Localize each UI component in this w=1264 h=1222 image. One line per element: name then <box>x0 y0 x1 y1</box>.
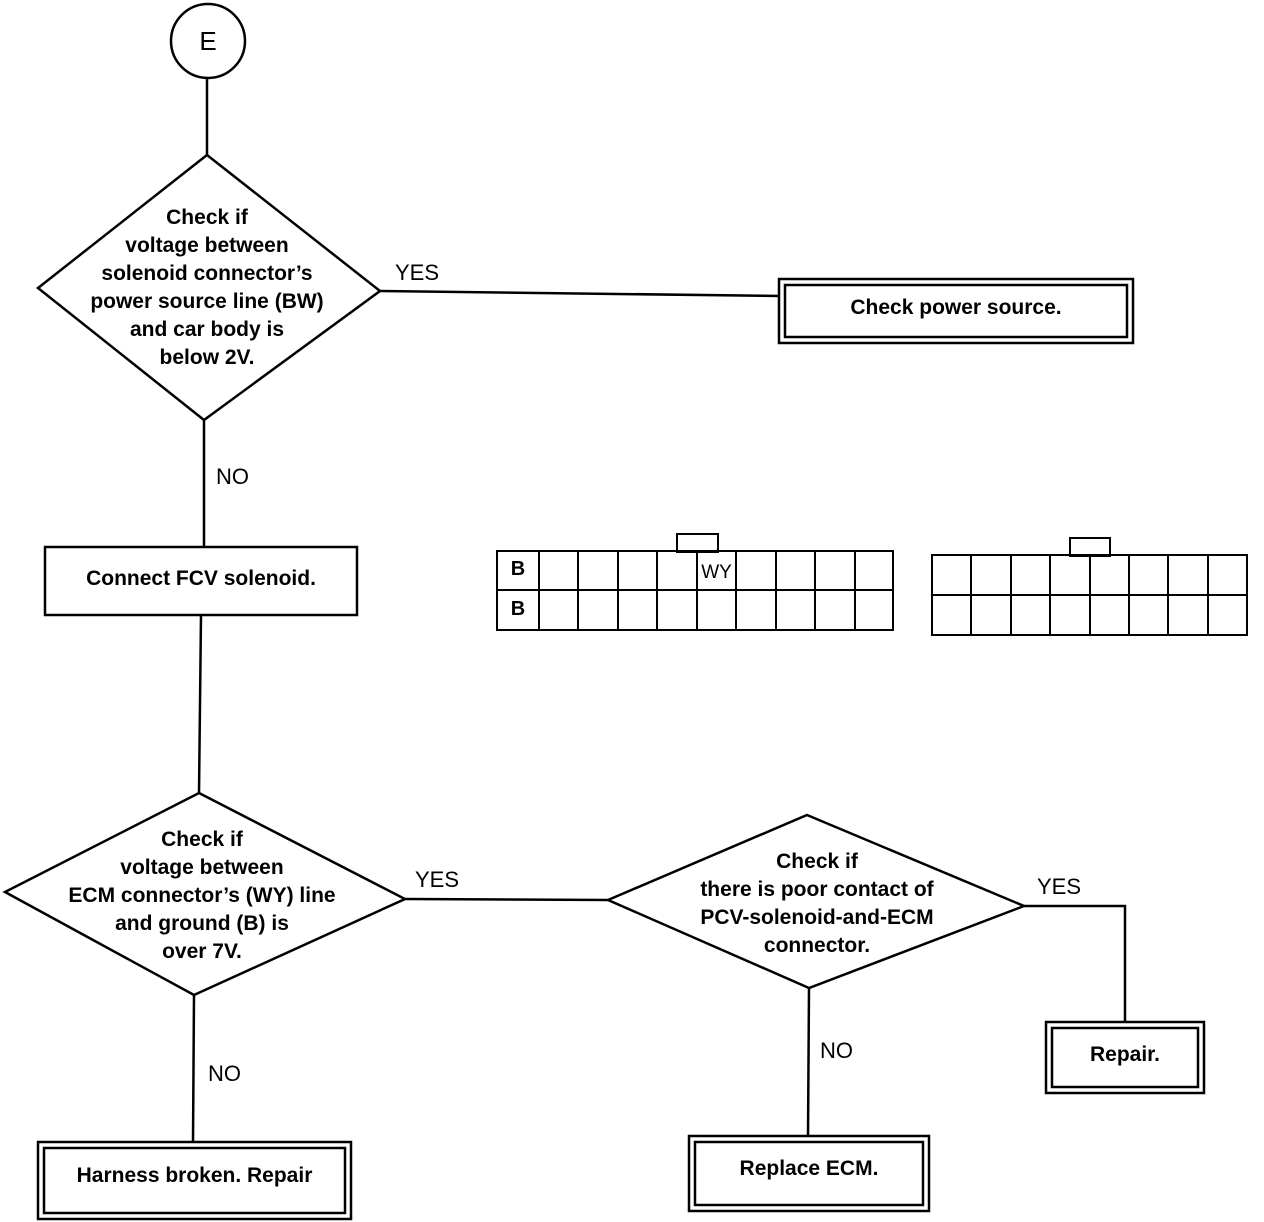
ecm-pin-wy: WY <box>701 562 732 583</box>
connect-fcv-label: Connect FCV solenoid. <box>86 567 316 590</box>
ecm-connector-latch <box>676 533 719 553</box>
decision-1-diamond <box>35 153 383 422</box>
decision-2-yes-label: YES <box>415 867 460 892</box>
harness-box-outer <box>36 1140 353 1221</box>
connect-fcv-box <box>43 545 359 617</box>
check-power-label: Check power source. <box>850 296 1062 319</box>
harness-box-inner <box>42 1146 347 1215</box>
replace-ecm-label: Replace ECM. <box>739 1157 879 1180</box>
ecm-pin-b-top: B <box>510 558 526 580</box>
solenoid-connector <box>931 537 1248 636</box>
decision-3-no-label: NO <box>820 1038 853 1063</box>
line-decision-3-yes <box>1024 904 1127 1022</box>
check-power-box-inner <box>783 283 1129 339</box>
repair-label: Repair. <box>1089 1043 1161 1066</box>
ecm-pin-b-bottom: B <box>510 598 526 620</box>
line-decision-2-no <box>191 994 196 1143</box>
line-decision-3-no <box>806 987 811 1137</box>
decision-2-no-label: NO <box>208 1061 241 1086</box>
solenoid-connector-latch <box>1069 537 1111 557</box>
harness-label: Harness broken. Repair <box>76 1164 313 1187</box>
decision-3-diamond <box>604 813 1028 990</box>
decision-1-yes-label: YES <box>395 260 440 285</box>
decision-1-text: Check if voltage between solenoid connec… <box>90 206 324 369</box>
decision-2-text: Check if voltage between ECM connector’s… <box>68 828 336 963</box>
repair-box-inner <box>1050 1026 1200 1089</box>
start-label: E <box>199 26 217 56</box>
decision-3-yes-label: YES <box>1037 874 1082 899</box>
replace-ecm-box-inner <box>693 1140 925 1207</box>
ecm-connector <box>496 533 894 631</box>
decision-3-text: Check if there is poor contact of PCV-so… <box>700 850 934 957</box>
line-decision-1-yes <box>379 289 781 298</box>
decision-1-no-label: NO <box>216 464 249 489</box>
decision-2-diamond <box>2 791 408 997</box>
line-connect-to-decision-2 <box>197 614 203 794</box>
replace-ecm-box-outer <box>687 1134 931 1213</box>
check-power-box-outer <box>777 277 1135 345</box>
line-decision-2-yes <box>404 897 609 902</box>
repair-box-outer <box>1044 1020 1206 1095</box>
